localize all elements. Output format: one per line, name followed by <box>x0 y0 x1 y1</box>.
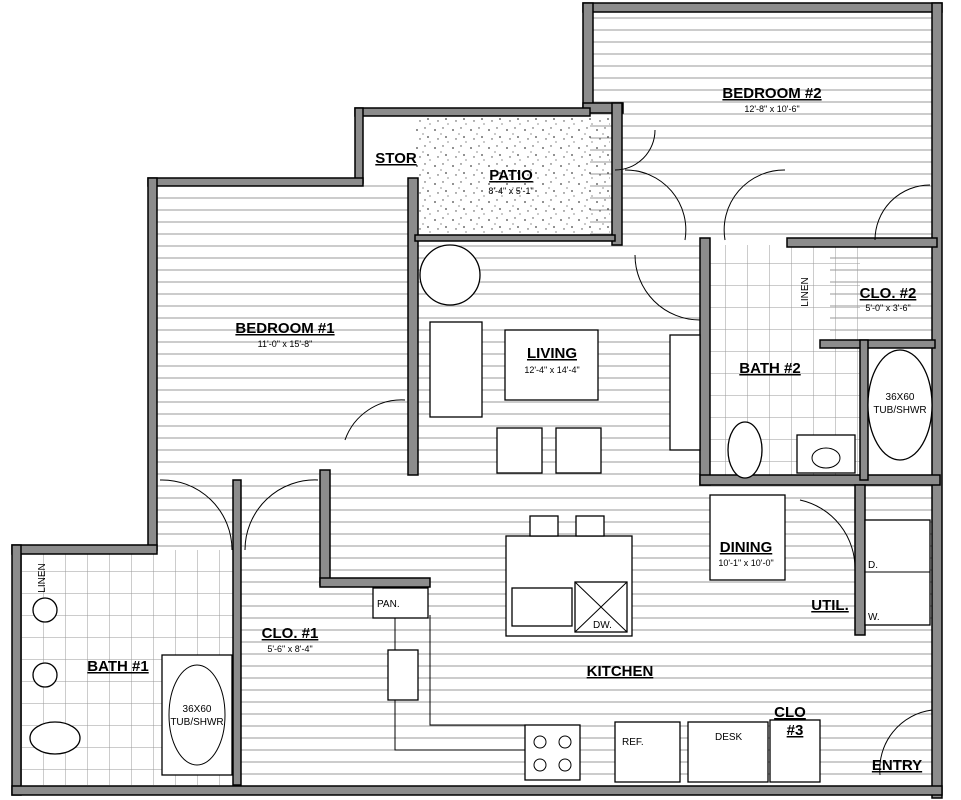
stool <box>529 515 559 537</box>
stor-label: STOR <box>375 150 417 167</box>
patio-label: PATIO <box>489 167 533 184</box>
ref-label: REF. <box>622 737 644 748</box>
dining-size: 10'-1" x 10'-0" <box>718 558 773 568</box>
clo1-size: 5'-6" x 8'-4" <box>267 644 312 654</box>
sink-1a <box>32 597 58 623</box>
clo3-label: CLO <box>774 704 806 721</box>
tv-console <box>669 334 701 451</box>
bedroom2-label: BEDROOM #2 <box>722 85 821 102</box>
closet-3 <box>769 719 821 783</box>
sink-2 <box>796 434 856 474</box>
tub2-label-2: TUB/SHWR <box>873 405 926 416</box>
round-table <box>419 244 481 306</box>
kitchen-sink <box>511 587 573 627</box>
pantry <box>372 587 429 619</box>
entry-label: ENTRY <box>872 757 922 774</box>
clo2-label: CLO. #2 <box>860 285 917 302</box>
toilet-1 <box>29 721 81 755</box>
tub2-label: 36X60 <box>886 392 915 403</box>
chair <box>496 427 543 474</box>
bathtub-1 <box>161 654 233 776</box>
patio-size: 8'-4" x 5'-1" <box>488 186 533 196</box>
coffee-table <box>504 329 599 401</box>
clo3-number: #3 <box>787 722 804 739</box>
bedroom1-size: 11'-0" x 15'-8" <box>258 339 313 349</box>
dining-table <box>709 494 786 581</box>
chair <box>555 427 602 474</box>
cooktop <box>387 649 419 701</box>
bath2-label: BATH #2 <box>739 360 800 377</box>
sofa <box>429 321 483 418</box>
desk-label: DESK <box>715 732 743 743</box>
util-label: UTIL. <box>811 597 849 614</box>
linen1-label: LINEN <box>37 563 48 592</box>
floor-finishes <box>20 10 935 785</box>
living-size: 12'-4" x 14'-4" <box>524 365 579 375</box>
bedroom1-label: BEDROOM #1 <box>235 320 334 337</box>
range <box>524 724 581 781</box>
dw-label: DW. <box>593 620 612 631</box>
clo2-size: 5'-0" x 3'-6" <box>865 303 910 313</box>
desk <box>687 721 769 783</box>
stool <box>575 515 605 537</box>
bath1-label: BATH #1 <box>87 658 148 675</box>
walls <box>11 2 943 799</box>
refrigerator <box>614 721 681 783</box>
bedroom2-size: 12'-8" x 10'-6" <box>744 104 799 114</box>
kitchen-label: KITCHEN <box>587 663 654 680</box>
sink-1b <box>32 662 58 688</box>
clo1-label: CLO. #1 <box>262 625 319 642</box>
living-label: LIVING <box>527 345 577 362</box>
tub1-label-2: TUB/SHWR <box>170 717 223 728</box>
toilet-2 <box>727 421 763 479</box>
bathtub-2 <box>867 349 933 461</box>
washer-label: W. <box>868 612 880 623</box>
fixtures <box>29 129 933 783</box>
linen2-label: LINEN <box>800 277 811 306</box>
pantry-label: PAN. <box>377 599 400 610</box>
dining-label: DINING <box>720 539 773 556</box>
dryer-label: D. <box>868 560 878 571</box>
room-labels: BEDROOM #2 12'-8" x 10'-6" STOR PATIO 8'… <box>37 85 927 774</box>
tub1-label: 36X60 <box>183 704 212 715</box>
